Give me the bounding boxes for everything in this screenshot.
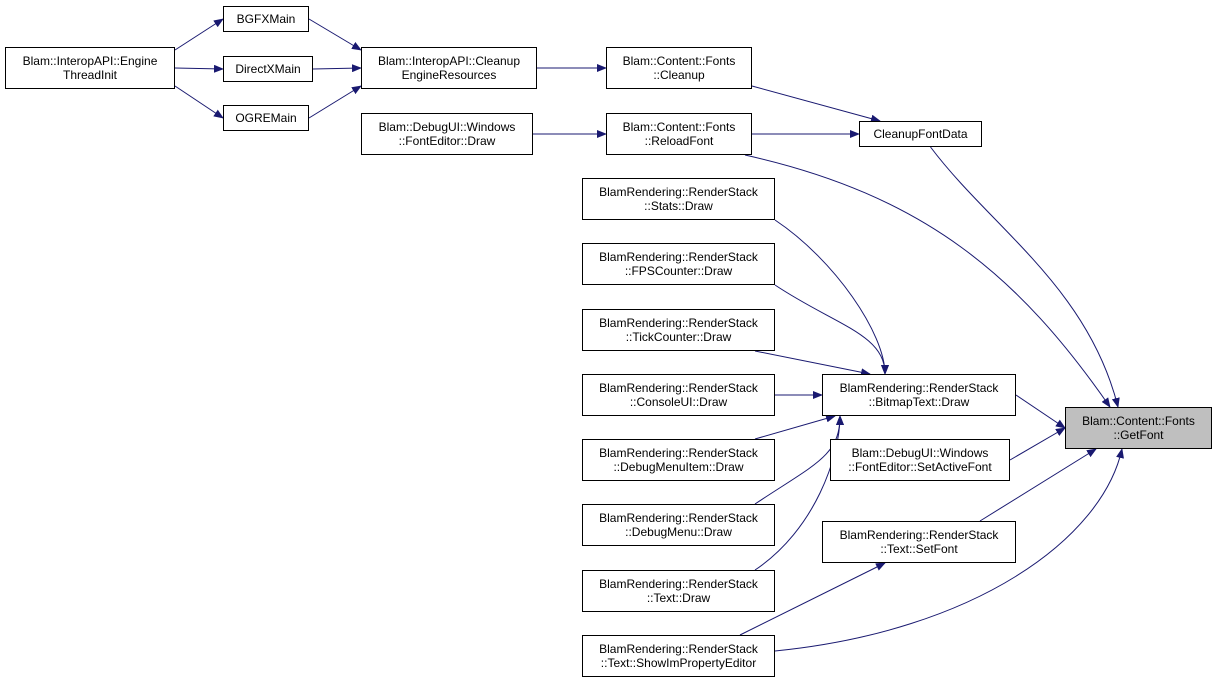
edge-interop_init-to-ogre <box>174 85 224 119</box>
edge-interop_init-to-bgfx <box>174 18 224 51</box>
node-tick-counter-draw[interactable]: BlamRendering::RenderStack ::TickCounter… <box>582 309 775 351</box>
node-text-set-font[interactable]: BlamRendering::RenderStack ::Text::SetFo… <box>822 521 1016 563</box>
node-console-ui-draw[interactable]: BlamRendering::RenderStack ::ConsoleUI::… <box>582 374 775 416</box>
edge-reload_font-to-get_font <box>744 154 1111 408</box>
node-stats-draw[interactable]: BlamRendering::RenderStack ::Stats::Draw <box>582 178 775 220</box>
edge-cleanup_fontdata-to-get_font <box>930 146 1120 408</box>
edge-text_showim-to-get_font <box>774 448 1124 652</box>
node-text-show-im-property-editor[interactable]: BlamRendering::RenderStack ::Text::ShowI… <box>582 635 775 677</box>
node-fps-counter-draw[interactable]: BlamRendering::RenderStack ::FPSCounter:… <box>582 243 775 285</box>
node-fonts-cleanup[interactable]: Blam::Content::Fonts ::Cleanup <box>606 47 752 89</box>
edge-ogre-to-interop_cleanup <box>308 85 362 119</box>
node-font-editor-draw[interactable]: Blam::DebugUI::Windows ::FontEditor::Dra… <box>361 113 533 155</box>
edge-directx-to-interop_cleanup <box>312 64 362 73</box>
node-debug-menu-item-draw[interactable]: BlamRendering::RenderStack ::DebugMenuIt… <box>582 439 775 481</box>
edge-tick_draw-to-bitmaptext_draw <box>754 350 871 377</box>
edge-debugmenuitem_draw-to-bitmaptext_draw <box>754 414 836 440</box>
node-interop-engine-thread-init[interactable]: Blam::InteropAPI::Engine ThreadInit <box>5 47 175 89</box>
edge-text_setfont-to-get_font <box>979 448 1097 522</box>
node-debug-menu-draw[interactable]: BlamRendering::RenderStack ::DebugMenu::… <box>582 504 775 546</box>
edge-fps_draw-to-bitmaptext_draw <box>774 284 889 375</box>
edge-fonts_cleanup-to-cleanup_fontdata <box>751 85 881 123</box>
edge-bitmaptext_draw-to-get_font <box>1015 394 1066 429</box>
node-directx-main[interactable]: DirectXMain <box>223 56 313 82</box>
node-cleanup-font-data[interactable]: CleanupFontData <box>859 121 982 147</box>
edge-text_draw-to-bitmaptext_draw <box>754 415 844 571</box>
node-set-active-font[interactable]: Blam::DebugUI::Windows ::FontEditor::Set… <box>830 439 1010 481</box>
node-text-draw[interactable]: BlamRendering::RenderStack ::Text::Draw <box>582 570 775 612</box>
node-interop-cleanup-engine-resources[interactable]: Blam::InteropAPI::Cleanup EngineResource… <box>361 47 537 89</box>
node-bitmap-text-draw[interactable]: BlamRendering::RenderStack ::BitmapText:… <box>822 374 1016 416</box>
edge-stats_draw-to-bitmaptext_draw <box>774 219 889 375</box>
edge-interop_init-to-directx <box>174 64 224 73</box>
node-get-font: Blam::Content::Fonts ::GetFont <box>1065 407 1212 449</box>
edge-text_showim-to-text_setfont <box>739 562 886 636</box>
edge-set_active_font-to-get_font <box>1009 427 1066 461</box>
node-reload-font[interactable]: Blam::Content::Fonts ::ReloadFont <box>606 113 752 155</box>
edge-bgfx-to-interop_cleanup <box>308 18 362 51</box>
node-ogre-main[interactable]: OGREMain <box>223 105 309 131</box>
node-bgfx-main[interactable]: BGFXMain <box>223 6 309 32</box>
